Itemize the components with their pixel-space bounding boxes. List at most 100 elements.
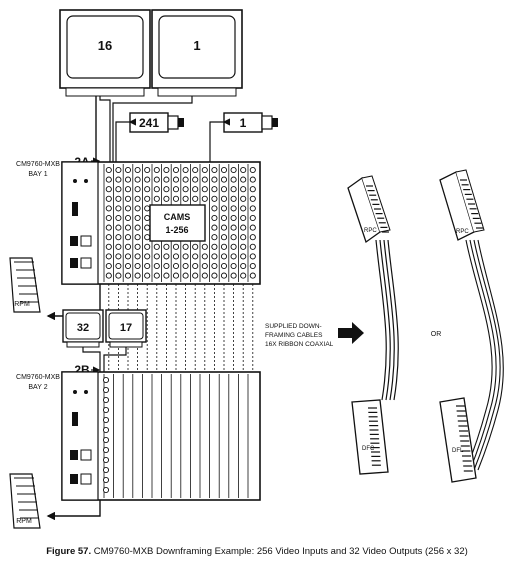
dfc-label: DFC [362, 446, 375, 452]
connector-dot [249, 205, 256, 212]
connector-dot [144, 166, 151, 174]
connector-dot [134, 166, 141, 174]
rpm-bay2: RPM [9, 473, 41, 529]
connector-dot [249, 186, 256, 193]
monitor-16-label: 16 [98, 38, 112, 53]
connector-dot [172, 186, 180, 193]
connector-dot [182, 176, 189, 183]
connector-dot [124, 195, 132, 202]
connector-dot [105, 214, 112, 222]
cable-arrow-icon [338, 322, 364, 344]
connector-dot [124, 176, 132, 183]
connector-dot [172, 176, 180, 183]
connector-dot [134, 205, 141, 212]
connector-dot [192, 253, 199, 260]
connector-dot [220, 262, 228, 270]
connector-dot [192, 166, 199, 174]
connector-dot [249, 253, 256, 260]
connector-dot [172, 166, 180, 174]
connector-dot [249, 214, 256, 222]
connector-dot [249, 195, 256, 202]
connector-dot [124, 243, 132, 250]
connector-dot [153, 195, 160, 202]
connector-dot [102, 406, 110, 414]
connector-dot [220, 166, 228, 174]
connector-dot [201, 186, 208, 193]
connector-dot [134, 253, 141, 260]
connector-dot [201, 195, 208, 202]
connector-dot [249, 243, 256, 250]
bay1-model: CM9760-MXB [16, 161, 60, 168]
cable-note-line2: FRAMING CABLES [265, 332, 323, 339]
connector-dot [102, 436, 110, 444]
connector-dot [115, 186, 122, 193]
connector-dot [163, 262, 170, 270]
connector-dot [153, 176, 160, 183]
connector-dot [153, 186, 160, 193]
connector-dot [240, 224, 247, 231]
connector-dot [230, 243, 237, 250]
connector-dot [211, 262, 218, 270]
connector-dot [240, 186, 247, 193]
connector-dot [230, 234, 237, 241]
connector-dot [172, 272, 180, 279]
connector-dot [211, 272, 218, 279]
connector-dot [220, 176, 228, 183]
connector-dot [115, 272, 122, 279]
connector-dot [249, 176, 256, 183]
bay2-number: BAY 2 [28, 384, 47, 391]
connector-dot [211, 253, 218, 260]
connector-dot [211, 186, 218, 193]
connector-dot [105, 166, 112, 174]
rpm-bay2-label: RPM [16, 518, 32, 525]
connector-dot [144, 234, 151, 241]
connector-dot [163, 186, 170, 193]
monitor-17: 17 [105, 309, 147, 348]
connector-dot [220, 272, 228, 279]
dfl-label: DFL [452, 448, 464, 454]
connector-dot [192, 186, 199, 193]
connector-dot [144, 262, 151, 270]
connector-dot [134, 176, 141, 183]
or-label: OR [431, 331, 442, 338]
connector-dot [211, 224, 218, 231]
bay2-chassis [61, 371, 261, 501]
connector-dot [230, 214, 237, 222]
camera-241: 241 [129, 112, 184, 133]
connector-dot [211, 166, 218, 174]
connector-dot [105, 205, 112, 212]
connector-dot [134, 234, 141, 241]
connector-dot [230, 253, 237, 260]
connector-dot [249, 234, 256, 241]
connector-dot [102, 446, 110, 454]
connector-dot [249, 166, 256, 174]
connector-dot [105, 262, 112, 270]
connector-dot [134, 224, 141, 231]
connector-dot [144, 176, 151, 183]
connector-dot [240, 166, 247, 174]
connector-dot [153, 166, 160, 174]
connector-dot [115, 253, 122, 260]
connector-dot [115, 224, 122, 231]
connector-dot [240, 243, 247, 250]
connector-dot [115, 176, 122, 183]
connector-dot [182, 272, 189, 279]
connector-dot [240, 176, 247, 183]
connector-dot [102, 376, 110, 384]
connector-dot [201, 243, 208, 250]
connector-dot [211, 234, 218, 241]
rpc-left-label: RPC [364, 228, 377, 234]
connector-dot [102, 466, 110, 474]
connector-dot [153, 262, 160, 270]
connector-dot [105, 195, 112, 202]
cable-assembly-coax: RPC DFC [347, 175, 399, 475]
rpm-bay1: RPM [9, 257, 41, 313]
connector-dot [115, 243, 122, 250]
monitor-16: 16 [59, 9, 151, 97]
camera-241-label: 241 [139, 116, 159, 130]
monitor-32-label: 32 [77, 322, 89, 334]
connector-dot [220, 214, 228, 222]
connector-dot [124, 186, 132, 193]
connector-dot [192, 176, 199, 183]
